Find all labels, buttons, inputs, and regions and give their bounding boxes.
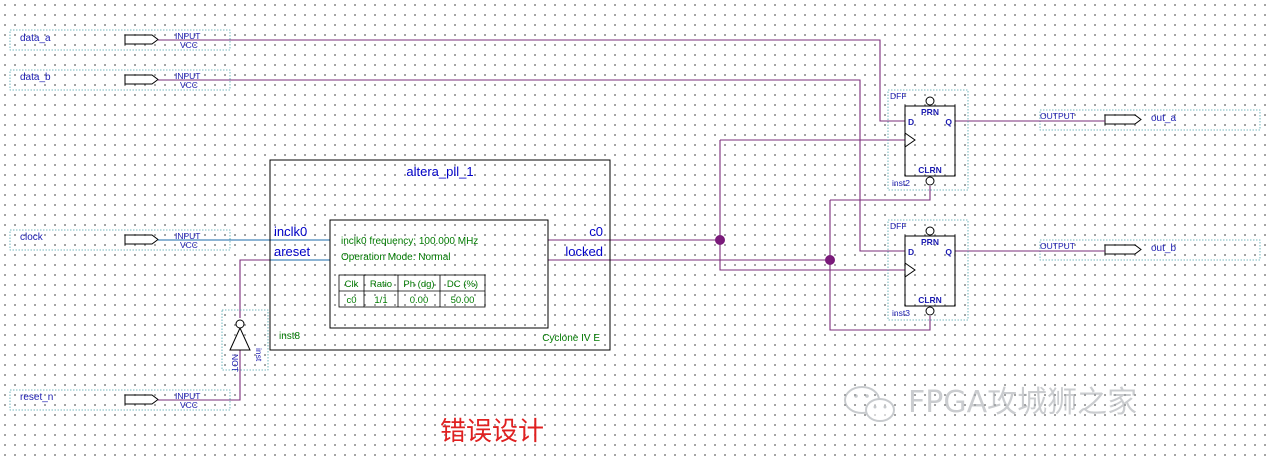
dff-boundary [887, 89, 969, 191]
pin-name: out_a [1151, 113, 1176, 124]
dff-prn-label: PRN [921, 237, 939, 247]
pin-default: VCC [180, 240, 198, 250]
table-header: DC (%) [447, 279, 478, 290]
pll-port-locked: locked [565, 244, 603, 259]
not-gate[interactable]: NOT inst [221, 309, 269, 372]
dff-top[interactable]: DFF PRN D Q CLRN inst2 [887, 89, 969, 191]
wire-c0-bus[interactable] [719, 140, 905, 271]
wire-locked-bottom-clrn[interactable] [829, 200, 931, 331]
input-pin-symbol [124, 74, 159, 85]
not-instance: inst [254, 348, 264, 362]
pin-name: data_b [20, 72, 51, 83]
table-cell: c0 [346, 295, 356, 306]
pin-type: INPUT [175, 231, 201, 241]
table-header: Clk [345, 279, 359, 290]
wire-reset-n[interactable] [158, 350, 241, 401]
table-header: Ratio [370, 279, 392, 290]
junction-node-c0 [715, 235, 725, 245]
pll-device: Cyclone IV E [542, 333, 600, 344]
table-header: Ph (dg) [403, 279, 434, 290]
dff-type: DFF [890, 91, 907, 101]
dff-clock-triangle [904, 132, 916, 148]
pll-port-inclk0: inclk0 [274, 224, 307, 239]
not-triangle [229, 326, 251, 351]
prn-bubble [925, 96, 935, 106]
table-cell: 1/1 [374, 295, 387, 306]
dff-d-label: D [908, 117, 914, 127]
prn-bubble [925, 226, 935, 236]
dff-type: DFF [890, 221, 907, 231]
output-pin-out-b[interactable]: OUTPUT out_b [1039, 239, 1261, 261]
dff-clrn-label: CLRN [918, 295, 942, 305]
junction-node-locked [825, 255, 835, 265]
dff-q-label: Q [945, 117, 952, 127]
pll-clock-table: Clk Ratio Ph (dg) DC (%) c0 1/1 0.00 50.… [338, 274, 486, 308]
table-cell: 0.00 [410, 295, 429, 306]
dff-prn-label: PRN [921, 107, 939, 117]
pin-type: INPUT [175, 71, 201, 81]
pll-outline [269, 159, 611, 351]
input-pin-clock[interactable]: clock INPUT VCC [9, 229, 231, 251]
dff-boundary [887, 219, 969, 321]
not-bubble [235, 319, 245, 329]
dff-instance: inst2 [892, 178, 910, 188]
input-pin-data-b[interactable]: data_b INPUT VCC [9, 69, 231, 91]
output-pin-symbol [1104, 114, 1142, 125]
input-pin-data-a[interactable]: data_a INPUT VCC [9, 29, 231, 51]
pin-name: reset_n [20, 392, 53, 403]
dff-q-label: Q [945, 247, 952, 257]
dff-bottom[interactable]: DFF PRN D Q CLRN inst3 [887, 219, 969, 321]
dff-clrn-label: CLRN [918, 165, 942, 175]
wire-not-out[interactable] [239, 259, 270, 318]
output-pin-symbol [1104, 244, 1142, 255]
pin-name: data_a [20, 33, 51, 44]
wechat-logo-icon [844, 386, 895, 422]
table-cell: 50.00 [451, 295, 475, 306]
wire-locked-top-clrn[interactable] [830, 186, 931, 201]
output-pin-out-a[interactable]: OUTPUT out_a [1039, 109, 1261, 131]
pll-block[interactable]: altera_pll_1 inclk0 areset c0 locked inc… [269, 159, 611, 351]
input-pin-reset-n[interactable]: reset_n INPUT VCC [9, 389, 231, 411]
pin-default: VCC [180, 80, 198, 90]
pll-frequency: inclk0 frequency: 100.000 MHz [341, 236, 478, 247]
pll-mode: Operation Mode: Normal [341, 252, 451, 263]
pin-type: OUTPUT [1040, 111, 1075, 121]
watermark: FPGA攻城狮之家 [844, 385, 1137, 422]
dff-instance: inst3 [892, 308, 910, 318]
input-pin-symbol [124, 394, 159, 405]
watermark-text: FPGA攻城狮之家 [908, 385, 1137, 420]
clrn-bubble [925, 306, 935, 316]
pll-instance: inst8 [279, 331, 301, 342]
pll-title: altera_pll_1 [406, 164, 473, 179]
wires [158, 39, 1105, 401]
not-boundary [221, 309, 269, 371]
dff-d-label: D [908, 247, 914, 257]
dff-clock-triangle [904, 262, 916, 278]
not-type: NOT [230, 354, 240, 372]
pll-port-c0: c0 [589, 224, 603, 239]
dff-body [904, 105, 956, 177]
input-pin-symbol [124, 34, 159, 45]
pin-name: clock [20, 232, 44, 243]
clrn-bubble [925, 176, 935, 186]
pin-default: VCC [180, 40, 198, 50]
pll-port-areset: areset [274, 244, 311, 259]
pin-type: INPUT [175, 391, 201, 401]
dff-body [904, 235, 956, 307]
wire-data-b[interactable] [158, 79, 905, 252]
input-pin-symbol [124, 234, 159, 245]
pin-type: INPUT [175, 31, 201, 41]
pll-info-panel [329, 219, 549, 329]
caption-text: 错误设计 [440, 417, 544, 447]
pin-name: out_b [1151, 243, 1176, 254]
pin-default: VCC [180, 400, 198, 410]
pin-type: OUTPUT [1040, 241, 1075, 251]
wire-data-a[interactable] [158, 39, 905, 122]
